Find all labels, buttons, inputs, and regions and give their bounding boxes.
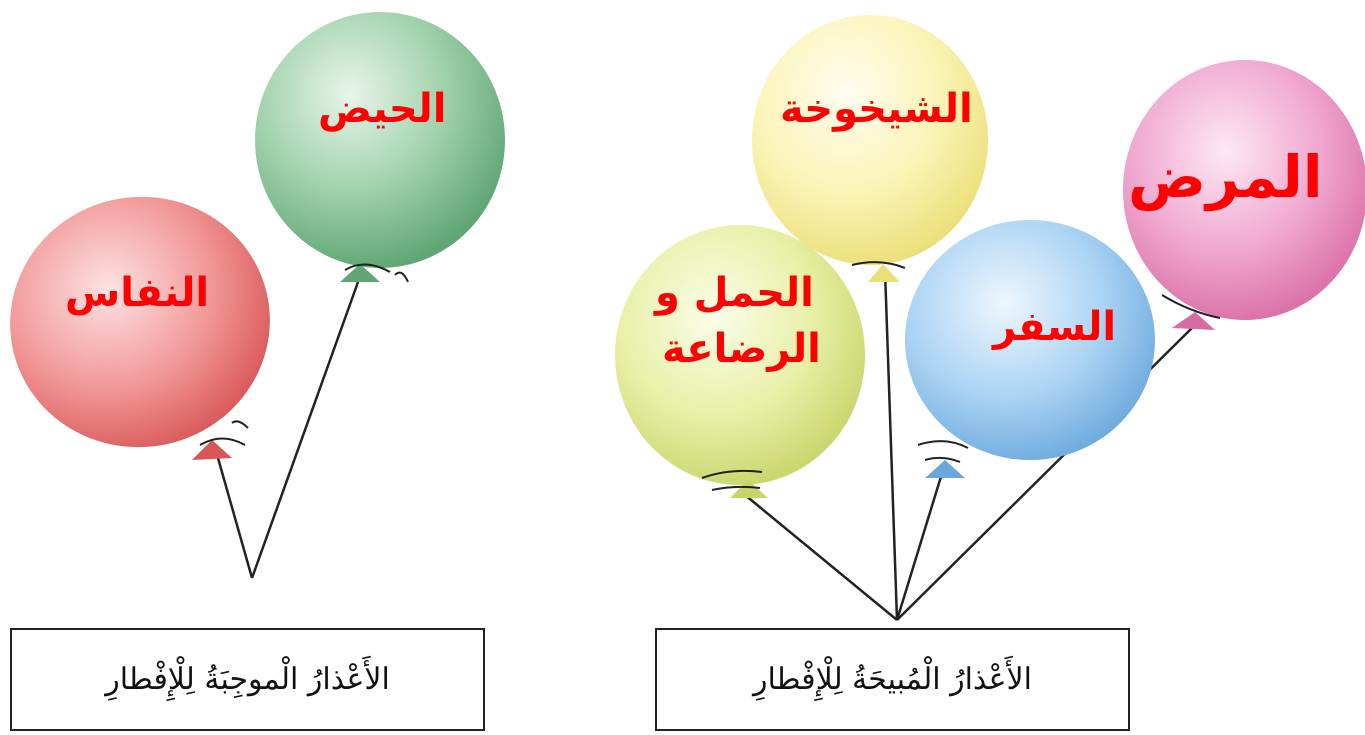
balloon-red <box>10 196 270 460</box>
label-shaykhukha: الشيخوخة <box>780 86 973 132</box>
balloon-yellow <box>752 15 988 282</box>
caption-right-text: الأَعْذارُ الْمُبيحَةُ لِلْإِفْطارِ <box>753 662 1032 697</box>
label-haml-line1: الحمل و <box>655 270 814 316</box>
label-safar: السفر <box>993 304 1117 350</box>
label-haml-line2: الرضاعة <box>662 326 821 372</box>
balloon-green <box>255 12 505 283</box>
label-nifas: النفاس <box>65 270 210 316</box>
caption-left-text: الأَعْذارُ الْموجِبَةُ لِلْإِفْطارِ <box>105 662 390 697</box>
caption-right-box: الأَعْذارُ الْمُبيحَةُ لِلْإِفْطارِ <box>655 628 1130 731</box>
left-strings <box>216 281 360 579</box>
balloon-blue <box>905 220 1155 478</box>
caption-left-box: الأَعْذارُ الْموجِبَةُ لِلْإِفْطارِ <box>10 628 485 731</box>
balloon-lime <box>615 225 865 498</box>
balloon-pink <box>1123 60 1365 330</box>
label-marad: المرض <box>1128 143 1323 211</box>
label-hayd: الحيض <box>318 86 447 132</box>
